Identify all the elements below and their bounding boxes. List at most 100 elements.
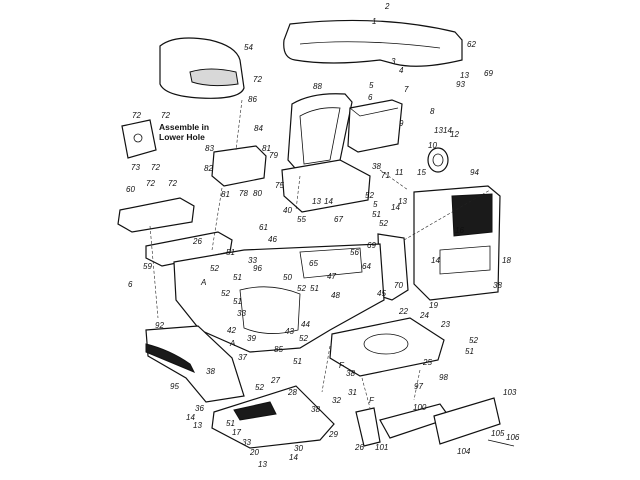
- callout-32: 32: [332, 396, 341, 405]
- callout-40: 40: [283, 206, 292, 215]
- callout-38: 38: [372, 162, 381, 171]
- callout-13: 13: [434, 126, 443, 135]
- callout-92: 92: [155, 321, 164, 330]
- main-frame: [173, 243, 385, 353]
- callout-96: 96: [253, 264, 262, 273]
- callout-95: 95: [170, 382, 179, 391]
- callout-79: 79: [269, 151, 278, 160]
- callout-26: 26: [354, 443, 364, 452]
- callout-25: 25: [422, 358, 432, 367]
- callout-42: 42: [227, 326, 236, 335]
- callout-55: 55: [297, 215, 306, 224]
- callout-13: 13: [312, 197, 321, 206]
- part-19-front-panel: [413, 185, 501, 301]
- callout-14: 14: [324, 197, 333, 206]
- callout-38: 38: [346, 369, 355, 378]
- callout-36: 36: [195, 404, 204, 413]
- callout-13: 13: [460, 71, 469, 80]
- callout-101: 101: [375, 443, 388, 452]
- callout-51: 51: [233, 297, 242, 306]
- callout-14: 14: [431, 256, 440, 265]
- callout-26: 26: [192, 237, 202, 246]
- callout-72: 72: [168, 179, 177, 188]
- callout-94: 94: [470, 168, 479, 177]
- callout-14: 14: [186, 413, 195, 422]
- callout-48: 48: [331, 291, 340, 300]
- callout-52: 52: [469, 336, 478, 345]
- callout-38: 38: [493, 281, 502, 290]
- part-83-plate: [211, 145, 267, 187]
- callout-28: 28: [287, 388, 297, 397]
- callout-45: 45: [377, 289, 386, 298]
- callout-69: 69: [484, 69, 493, 78]
- callout-70: 70: [394, 281, 403, 290]
- part-72-bracket: [121, 119, 157, 159]
- part-15-headlight: [427, 147, 449, 173]
- callout-50: 50: [283, 273, 292, 282]
- callout-4: 4: [399, 66, 404, 75]
- callout-14: 14: [289, 453, 298, 462]
- callout-33: 33: [248, 256, 257, 265]
- callout-81: 81: [221, 190, 230, 199]
- callout-97: 97: [414, 382, 423, 391]
- callout-104: 104: [457, 447, 471, 456]
- callout-29: 29: [328, 430, 338, 439]
- callout-44: 44: [301, 320, 310, 329]
- callout-64: 64: [362, 262, 371, 271]
- callout-9: 9: [399, 119, 404, 128]
- callout-52: 52: [255, 383, 264, 392]
- callout-67: 67: [334, 215, 343, 224]
- callout-11: 11: [395, 168, 403, 177]
- callout-72: 72: [151, 163, 160, 172]
- callout-24: 24: [419, 311, 429, 320]
- callout-3: 3: [391, 57, 396, 66]
- part-28-floor-plate: [211, 385, 335, 449]
- callout-6: 6: [128, 280, 133, 289]
- callout-52: 52: [221, 289, 230, 298]
- callout-62: 62: [467, 40, 476, 49]
- callout-46: 46: [268, 235, 277, 244]
- callout-52: 52: [365, 191, 374, 200]
- callout-43: 43: [285, 327, 294, 336]
- callout-47: 47: [327, 272, 336, 281]
- callout-14: 14: [443, 126, 452, 135]
- callout-98: 98: [439, 373, 448, 382]
- callout-8: 8: [430, 107, 435, 116]
- callout-59: 59: [143, 262, 152, 271]
- leader-lines: [149, 99, 491, 409]
- callout-5: 5: [373, 200, 378, 209]
- callout-37: 37: [238, 353, 247, 362]
- callout-72: 72: [161, 111, 170, 120]
- callout-81: 81: [262, 144, 271, 153]
- callout-105: 105: [491, 429, 505, 438]
- callout-85: 85: [274, 345, 283, 354]
- callout-54: 54: [244, 43, 253, 52]
- callout-A: A: [200, 278, 206, 287]
- callout-19: 19: [429, 301, 438, 310]
- part-95-footrest-trim: [145, 325, 245, 403]
- callout-16: 16: [455, 226, 464, 235]
- callout-60: 60: [126, 185, 135, 194]
- callout-14: 14: [391, 203, 400, 212]
- callout-22: 22: [398, 307, 408, 316]
- callout-73: 73: [131, 163, 140, 172]
- callout-65: 65: [309, 259, 318, 268]
- part-103-hitch: [379, 397, 515, 447]
- callout-38: 38: [206, 367, 215, 376]
- callout-15: 15: [417, 168, 426, 177]
- part-31-bracket: [355, 407, 381, 447]
- callout-83: 83: [205, 144, 214, 153]
- assembly-note-line2: Lower Hole: [159, 132, 205, 142]
- callout-18: 18: [502, 256, 511, 265]
- callout-82: 82: [204, 164, 213, 173]
- callout-52: 52: [299, 334, 308, 343]
- callout-88: 88: [313, 82, 322, 91]
- callout-33: 33: [242, 438, 251, 447]
- part-22-rear-deck: [329, 317, 445, 377]
- callout-51: 51: [226, 419, 235, 428]
- callout-52: 52: [379, 219, 388, 228]
- callout-12: 12: [450, 130, 459, 139]
- callout-51: 51: [310, 284, 319, 293]
